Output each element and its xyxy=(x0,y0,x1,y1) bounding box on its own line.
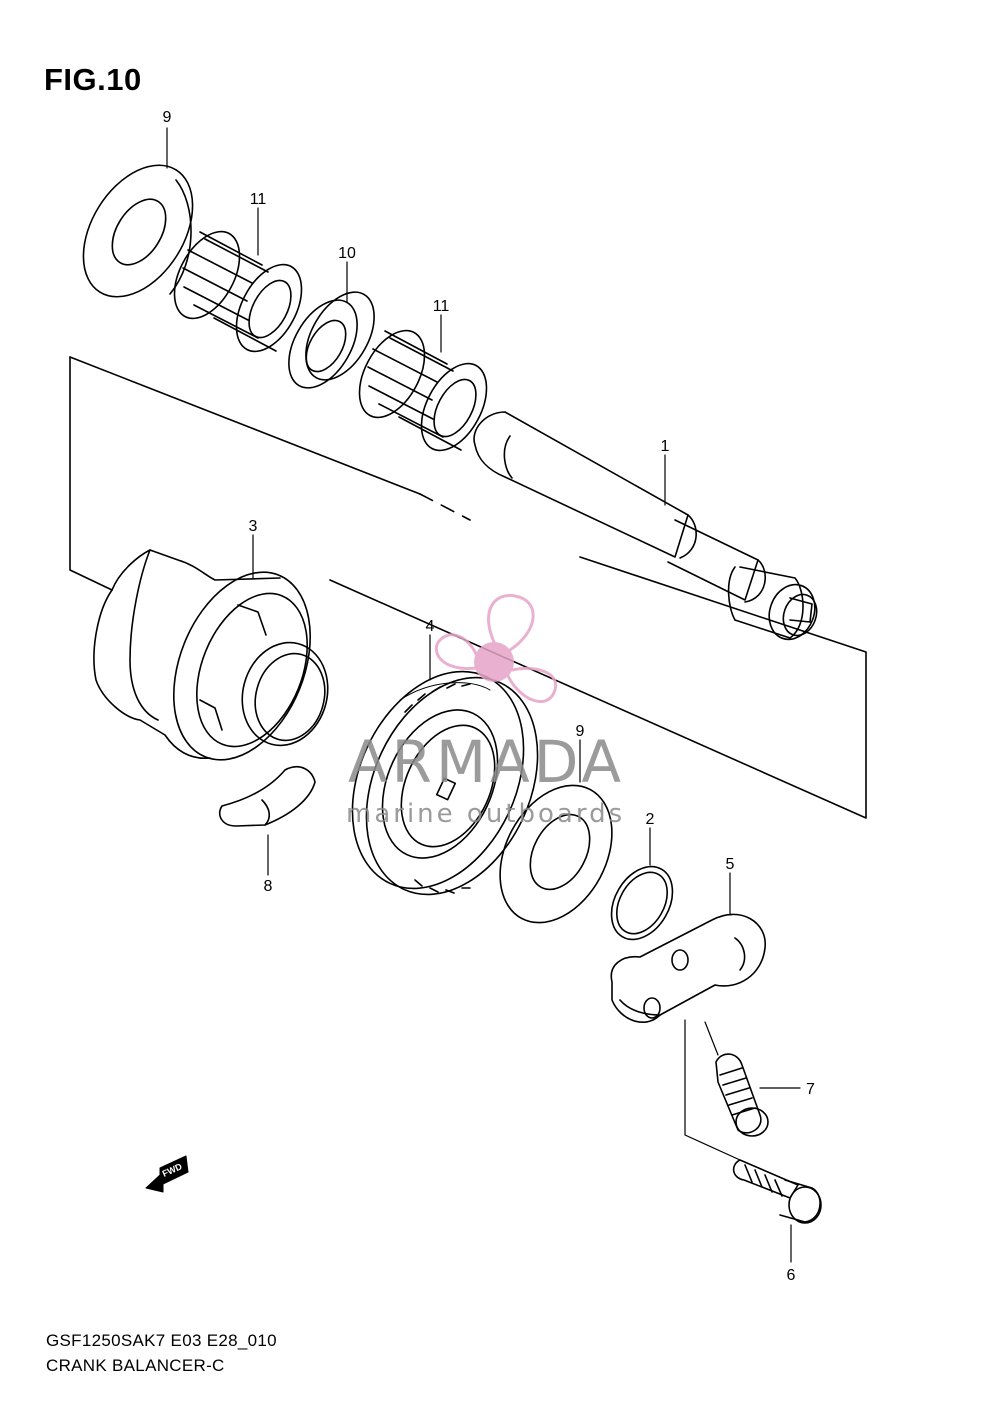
bearing-right-part xyxy=(358,329,488,452)
spacer-part xyxy=(288,291,375,389)
callout-shaft: 1 xyxy=(661,438,670,455)
washer-top-part xyxy=(82,164,194,298)
watermark: ARMADA marine outboards xyxy=(346,593,625,829)
callout-washer-mid: 9 xyxy=(576,723,585,740)
figure-title: FIG.10 xyxy=(44,62,142,97)
o-ring-part xyxy=(610,865,674,941)
leader-lines xyxy=(166,127,801,1263)
balancer-gear-part xyxy=(351,670,539,896)
balancer-shaft-part xyxy=(473,411,818,641)
callout-bearing-right: 11 xyxy=(433,298,450,315)
washer-mid-part xyxy=(499,784,613,924)
fwd-arrow-icon: FWD xyxy=(145,1155,189,1193)
callout-lever: 5 xyxy=(726,856,735,873)
bolt-part xyxy=(732,1159,822,1224)
callout-washer-top: 9 xyxy=(163,109,172,126)
callout-o-ring: 2 xyxy=(646,811,655,828)
callout-labels: 9 11 10 11 1 3 4 9 2 5 8 7 6 xyxy=(163,109,815,1284)
assembly-outline xyxy=(69,356,867,819)
watermark-brand: ARMADA xyxy=(348,728,625,796)
propeller-logo-icon xyxy=(434,593,558,703)
balancer-lever-part xyxy=(610,913,766,1024)
callout-spacer: 10 xyxy=(338,245,356,262)
screw-part xyxy=(715,1053,769,1137)
balancer-weight-part xyxy=(93,549,329,761)
model-code: GSF1250SAK7 E03 E28_010 xyxy=(46,1331,277,1350)
callout-bolt: 6 xyxy=(787,1267,796,1284)
callout-key: 8 xyxy=(264,878,273,895)
watermark-tagline: marine outboards xyxy=(346,799,625,829)
callout-bearing-left: 11 xyxy=(250,191,267,208)
callout-gear: 4 xyxy=(426,618,435,635)
callout-screw: 7 xyxy=(806,1081,815,1098)
section-title: CRANK BALANCER-C xyxy=(46,1356,225,1375)
bearing-left-part xyxy=(173,230,303,353)
callout-weight: 3 xyxy=(249,518,258,535)
key-part xyxy=(218,766,316,827)
